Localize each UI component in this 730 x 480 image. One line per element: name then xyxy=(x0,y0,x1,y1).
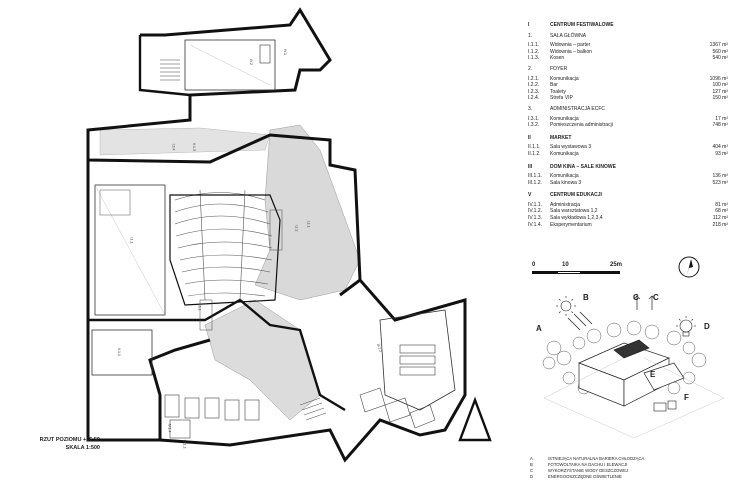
top-stair xyxy=(160,59,180,81)
stage-box xyxy=(94,184,166,316)
auditorium-outline xyxy=(169,194,281,306)
buildings xyxy=(578,339,685,407)
inner-wall-upper xyxy=(138,35,191,97)
top-hall xyxy=(184,39,276,91)
cinema-hall xyxy=(379,309,456,411)
room-tag: IV.1.2 xyxy=(182,439,187,449)
scale-label-25: 25m xyxy=(610,262,623,268)
legend-section: I CENTRUM FESTIWALOWE xyxy=(528,22,614,28)
sustainability-diagram xyxy=(542,295,725,439)
lower-rooms xyxy=(164,394,260,439)
ground-grid xyxy=(543,357,725,439)
room-tag: I.1.1 xyxy=(129,236,134,244)
room-tag: IV.1 xyxy=(282,49,287,55)
program-legend: I CENTRUM FESTIWALOWE 1. SALA GŁÓWNA I.1… xyxy=(528,22,728,228)
drawing-title: RZUT POZIOMU +15.50 SKALA 1:500 xyxy=(12,436,100,452)
cinema-seating xyxy=(399,344,436,376)
room-tag: IV.2 xyxy=(248,59,253,65)
legend-group: 3. ADMINISTRACJA ECFC xyxy=(528,105,606,112)
room-tag: II.1.3 xyxy=(191,143,196,151)
room-tag: I.3.4 xyxy=(171,143,176,151)
lower-foyer-zone xyxy=(204,299,321,421)
scale-bar-line xyxy=(532,271,620,274)
room-tag: II.1.1 xyxy=(116,348,121,356)
lower-stair xyxy=(299,397,327,421)
legend-section: V CENTRUM EDUKACJI xyxy=(528,192,602,199)
room-tag: I.3.1 xyxy=(197,303,202,311)
legend-group: 1. SALA GŁÓWNA xyxy=(528,32,587,39)
tank-icon xyxy=(653,400,677,412)
inner-wall-mid xyxy=(88,298,346,412)
iso-label-d: D xyxy=(704,322,710,331)
legend-section: II MARKET xyxy=(528,134,572,141)
foyer-zone xyxy=(254,124,361,301)
scale-bar: 0 10 25m xyxy=(532,262,652,282)
legend-section: III DOM KINA – SALE KINOWE xyxy=(528,163,616,170)
iso-label-a: A xyxy=(536,324,542,333)
drawing-scale: SKALA 1:500 xyxy=(65,445,100,451)
lower-left-room xyxy=(91,329,153,376)
scale-label-10: 10 xyxy=(562,262,569,268)
scale-label-0: 0 xyxy=(532,262,536,268)
outer-wall-top xyxy=(86,7,362,281)
auditorium-seating xyxy=(174,189,273,301)
room-tag: I.2.2 xyxy=(294,224,299,232)
rain-arrow-icon xyxy=(633,295,656,310)
iso-label-e: E xyxy=(650,370,656,379)
iso-label-c1: C xyxy=(633,293,639,302)
lightbulb-icon xyxy=(676,316,696,337)
north-arrow-icon xyxy=(678,256,700,278)
outer-wall-left xyxy=(86,160,211,442)
triangle-pavilion xyxy=(458,396,492,442)
legend-group: 2. FOYER xyxy=(528,65,568,72)
right-rooms xyxy=(359,387,436,429)
iso-label-f: F xyxy=(684,393,689,402)
floor-plan xyxy=(86,7,492,463)
iso-label-b: B xyxy=(583,293,589,302)
room-tag: I.2.1 xyxy=(306,220,311,228)
room-tag: IV.1.4 xyxy=(167,423,172,433)
drawing-level: RZUT POZIOMU +15.50 xyxy=(39,437,100,443)
sun-icon xyxy=(556,296,576,316)
outer-wall-bottom xyxy=(159,277,467,463)
iso-label-c2: C xyxy=(653,293,659,302)
upper-foyer-zone xyxy=(99,127,271,156)
trees xyxy=(542,320,707,395)
sunray-arrows xyxy=(567,311,593,331)
